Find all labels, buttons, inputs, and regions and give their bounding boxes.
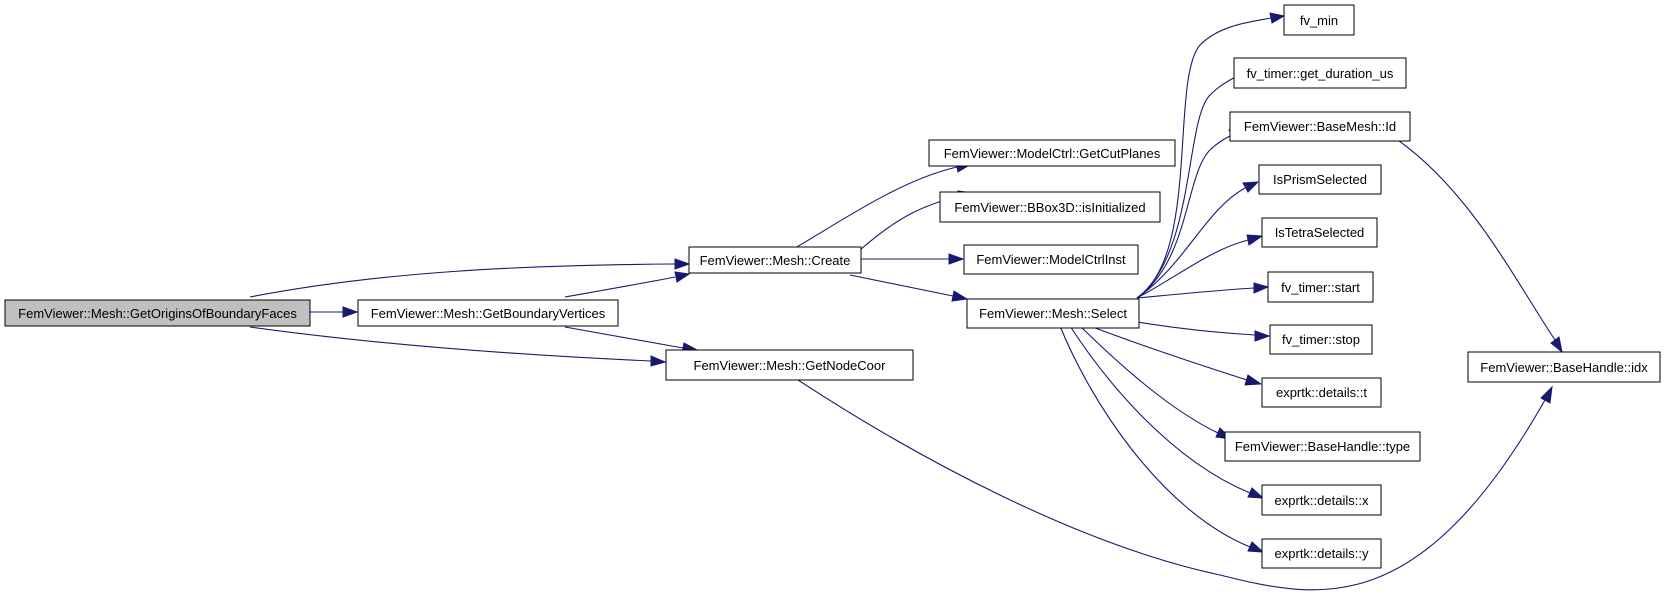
arrowhead-select-to-fv-timer-stop: [1254, 330, 1271, 342]
edge-getboundaryvertices-to-create: [564, 276, 676, 298]
edge-root-to-create: [249, 263, 676, 298]
edge-select-to-fv-timer-stop: [1136, 321, 1256, 336]
node-get-duration-us[interactable]: fv_timer::get_duration_us: [1233, 57, 1407, 89]
node-label: FemViewer::BaseHandle::type: [1235, 439, 1410, 454]
node-label: FemViewer::Mesh::GetNodeCoor: [694, 358, 887, 373]
node-label: FemViewer::Mesh::Select: [979, 306, 1127, 321]
node-fv-timer-stop[interactable]: fv_timer::stop: [1269, 324, 1373, 355]
edge-create-to-getcutplanes: [794, 166, 958, 249]
edge-select-to-get-duration-us: [1136, 74, 1240, 299]
node-label: IsTetraSelected: [1275, 225, 1365, 240]
node-label: FemViewer::ModelCtrlInst: [976, 252, 1126, 267]
edge-getboundaryvertices-to-getnodecoor: [564, 326, 684, 349]
node-getcutplanes[interactable]: FemViewer::ModelCtrl::GetCutPlanes: [928, 139, 1176, 167]
node-istetraselected[interactable]: IsTetraSelected: [1261, 217, 1378, 248]
node-fv-min[interactable]: fv_min: [1283, 4, 1355, 36]
arrowhead-root-to-getnodecoor: [650, 355, 667, 367]
arrowhead-root-to-create: [674, 258, 691, 270]
arrowhead-create-to-select: [951, 290, 969, 302]
node-label: fv_min: [1300, 13, 1338, 28]
arrowhead-getboundaryvertices-to-create: [674, 271, 691, 283]
node-details-y[interactable]: exprtk::details::y: [1261, 538, 1382, 569]
node-label: fv_timer::start: [1281, 280, 1360, 295]
edge-create-to-select: [849, 274, 954, 297]
arrowhead-create-to-modelctrlinst: [948, 253, 965, 265]
arrowhead-root-to-getboundaryvertices: [342, 306, 359, 318]
node-getoriginsofboundaryfaces[interactable]: FemViewer::Mesh::GetOriginsOfBoundaryFac…: [4, 299, 311, 327]
node-label: fv_timer::get_duration_us: [1247, 66, 1394, 81]
node-label: exprtk::details::x: [1275, 493, 1369, 508]
arrowhead-select-to-details-x: [1247, 487, 1265, 499]
node-modelctrlinst[interactable]: FemViewer::ModelCtrlInst: [963, 244, 1139, 275]
node-getnodecoor[interactable]: FemViewer::Mesh::GetNodeCoor: [665, 349, 914, 381]
edge-select-to-details-t: [1089, 325, 1248, 381]
node-details-t[interactable]: exprtk::details::t: [1261, 377, 1382, 408]
edge-select-to-isprismselected: [1136, 187, 1246, 299]
arrowhead-getnodecoor-to-basehandle-idx: [1540, 385, 1553, 404]
edge-select-to-fv-min: [1136, 17, 1272, 299]
node-label: FemViewer::BaseMesh::Id: [1244, 119, 1396, 134]
nodes: FemViewer::Mesh::GetOriginsOfBoundaryFac…: [4, 4, 1661, 569]
node-fv-timer-start[interactable]: fv_timer::start: [1267, 271, 1374, 303]
edge-select-to-istetraselected: [1136, 239, 1249, 299]
arrowhead-select-to-isprismselected: [1242, 181, 1260, 193]
edge-select-to-basemesh-id: [1136, 134, 1233, 299]
node-label: FemViewer::BBox3D::isInitialized: [954, 200, 1145, 215]
node-select[interactable]: FemViewer::Mesh::Select: [966, 298, 1140, 329]
arrowhead-select-to-details-t: [1244, 374, 1263, 386]
node-label: fv_timer::stop: [1282, 332, 1360, 347]
edge-getnodecoor-to-basehandle-idx: [794, 377, 1546, 591]
node-label: FemViewer::Mesh::Create: [700, 253, 851, 268]
node-create[interactable]: FemViewer::Mesh::Create: [688, 246, 862, 274]
edge-root-to-getnodecoor: [249, 326, 652, 362]
node-label: IsPrismSelected: [1273, 172, 1367, 187]
arrowhead-select-to-fv-timer-start: [1253, 282, 1270, 294]
edge-select-to-fv-timer-start: [1136, 287, 1255, 299]
node-label: exprtk::details::t: [1276, 385, 1367, 400]
arrowhead-basemesh-id-to-basehandle-idx: [1550, 336, 1563, 354]
edge-select-to-basehandle-type: [1079, 325, 1219, 434]
node-basemesh-id[interactable]: FemViewer::BaseMesh::Id: [1229, 111, 1411, 142]
edge-select-to-details-y: [1059, 325, 1251, 548]
node-isinitialized[interactable]: FemViewer::BBox3D::isInitialized: [939, 191, 1161, 223]
edge-select-to-details-x: [1069, 325, 1251, 494]
node-getboundaryvertices[interactable]: FemViewer::Mesh::GetBoundaryVertices: [357, 299, 619, 327]
arrowhead-select-to-fv-min: [1269, 12, 1286, 24]
arrowhead-select-to-istetraselected: [1246, 234, 1264, 246]
node-label: FemViewer::Mesh::GetBoundaryVertices: [371, 306, 606, 321]
node-basehandle-type[interactable]: FemViewer::BaseHandle::type: [1224, 431, 1421, 462]
node-label: FemViewer::ModelCtrl::GetCutPlanes: [944, 146, 1161, 161]
node-label: FemViewer::BaseHandle::idx: [1480, 360, 1648, 375]
node-basehandle-idx[interactable]: FemViewer::BaseHandle::idx: [1467, 351, 1661, 383]
node-label: FemViewer::Mesh::GetOriginsOfBoundaryFac…: [18, 306, 297, 321]
node-isprismselected[interactable]: IsPrismSelected: [1258, 164, 1382, 195]
node-details-x[interactable]: exprtk::details::x: [1261, 484, 1382, 516]
node-label: exprtk::details::y: [1275, 546, 1369, 561]
arrowhead-select-to-details-y: [1247, 541, 1265, 553]
edge-basemesh-id-to-basehandle-idx: [1394, 137, 1556, 341]
